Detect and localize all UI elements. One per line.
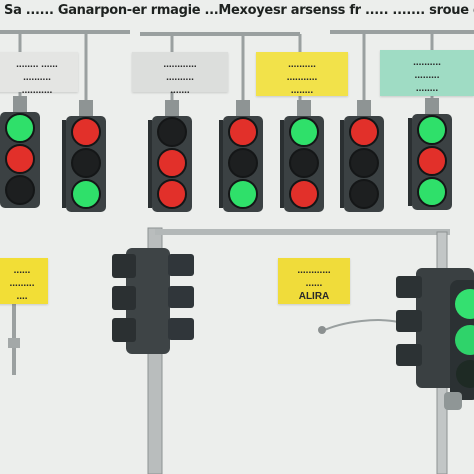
banner-text: Sa ...... Ganarpon-er rmagie ...Mexoyesr… [4, 3, 474, 18]
mount-bracket [13, 96, 27, 112]
sign-text: ...... [305, 278, 323, 289]
sign-text: ...... [13, 265, 31, 276]
traffic-light-head [340, 100, 384, 212]
sign-text: ............ [297, 265, 331, 276]
lamp-off [349, 148, 379, 178]
lamp-green [289, 117, 319, 147]
signal-backplate [219, 120, 223, 208]
lamp-green [417, 115, 447, 145]
lamp-off [5, 175, 35, 205]
sign-text: ......... [9, 278, 35, 289]
signal-lower-left [112, 248, 194, 354]
mount-bracket [357, 100, 371, 116]
sign: .......... ........... ........ [256, 52, 348, 96]
signal-backplate [148, 120, 152, 208]
lamp-red [349, 117, 379, 147]
sign-text: ........... [286, 72, 318, 83]
mount-bracket [297, 100, 311, 116]
traffic-light-head [280, 100, 324, 212]
sign-text: ALIRA [298, 291, 330, 302]
mount-bracket [236, 100, 250, 116]
mount-bracket [165, 100, 179, 116]
traffic-light-head [0, 96, 40, 208]
post-bracket [8, 338, 20, 348]
sign-text: ....... [170, 85, 190, 96]
lamp-green [228, 179, 258, 209]
traffic-light-head [219, 100, 263, 212]
sign: .......... ......... ........ [380, 50, 474, 96]
lamp-red [71, 117, 101, 147]
lamp-red [289, 179, 319, 209]
signal-backplate [280, 120, 284, 208]
sign-text: .......... [288, 59, 316, 70]
signal-lower-right [396, 268, 474, 410]
sign-text: .......... [23, 72, 51, 83]
mount-bracket [79, 100, 93, 116]
lamp-off [228, 148, 258, 178]
cable-clamp [318, 326, 326, 334]
lamp-red [157, 179, 187, 209]
lamp-green [5, 113, 35, 143]
lamp-red [417, 146, 447, 176]
sign-text: ........ [415, 83, 439, 94]
sign-text: .... [16, 291, 28, 302]
signal-backplate [62, 120, 66, 208]
sign: ............ .......... ....... [132, 52, 228, 96]
lamp-green [417, 177, 447, 207]
sign-text: ............ [163, 59, 197, 70]
lamp-off [157, 117, 187, 147]
traffic-light-head [148, 100, 192, 212]
lamp-red [5, 144, 35, 174]
sign-text: .......... [413, 57, 441, 68]
cable [319, 319, 399, 333]
sign-text: .......... [166, 72, 194, 83]
lamp-green [71, 179, 101, 209]
lamp-red [228, 117, 258, 147]
sign: ............ ...... ALIRA [278, 258, 350, 304]
sign: ...... ......... .... [0, 258, 48, 304]
sign-text: ........... [21, 85, 53, 96]
mount-bracket [425, 98, 439, 114]
sign-text: ........ [290, 85, 314, 96]
traffic-light-head [408, 98, 452, 210]
lamp-off [349, 179, 379, 209]
lamp-off [289, 148, 319, 178]
lamp-red [157, 148, 187, 178]
sign: ........ ...... .......... ........... [0, 52, 78, 96]
lamp-off [71, 148, 101, 178]
sign-text: ......... [414, 70, 440, 81]
signal-backplate [408, 118, 412, 206]
sign-text: ........ ...... [16, 59, 58, 70]
traffic-light-head [62, 100, 106, 212]
signal-backplate [340, 120, 344, 208]
